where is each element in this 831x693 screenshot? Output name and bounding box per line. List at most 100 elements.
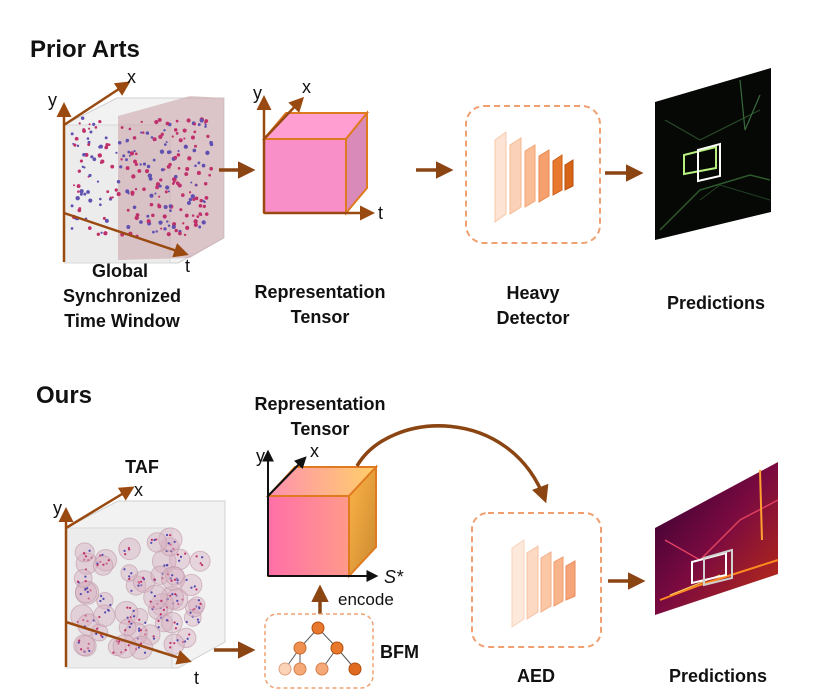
event-point (199, 562, 202, 565)
event-point (88, 173, 92, 178)
event-point (150, 591, 153, 594)
event-point (165, 121, 170, 126)
event-point (77, 641, 80, 644)
event-points (70, 116, 214, 238)
event-point (155, 538, 158, 541)
event-point (77, 169, 82, 173)
event-point (127, 644, 130, 647)
event-point (100, 634, 103, 637)
event-point (132, 615, 136, 618)
event-point (139, 629, 143, 632)
event-point (110, 164, 115, 169)
event-point (138, 581, 141, 585)
event-point (173, 128, 178, 132)
event-point (154, 120, 159, 125)
event-point (104, 611, 107, 614)
axis-t-label: t (185, 256, 190, 276)
event-point (82, 128, 86, 132)
event-point (87, 642, 90, 645)
event-point (176, 581, 179, 585)
event-point (195, 588, 198, 591)
event-point (92, 122, 96, 126)
event-point (89, 130, 93, 134)
event-point (193, 130, 197, 134)
event-point (134, 162, 139, 166)
event-point (114, 188, 118, 192)
event-point (165, 619, 169, 622)
event-point (174, 592, 177, 596)
event-point (137, 646, 140, 649)
event-point (198, 225, 202, 229)
event-point (132, 205, 137, 210)
event-point (152, 637, 156, 640)
event-point (151, 213, 155, 218)
event-point (78, 639, 81, 642)
event-point (88, 127, 91, 130)
event-point (171, 593, 174, 596)
event-point (190, 586, 193, 589)
event-point (185, 225, 190, 230)
adaptive-sphere (130, 607, 149, 626)
axis-x (63, 81, 131, 127)
event-point (158, 184, 162, 188)
event-point (194, 196, 199, 201)
event-point (198, 212, 202, 216)
event-point (167, 542, 170, 545)
event-point (70, 132, 74, 136)
event-point (88, 198, 93, 203)
event-point (197, 599, 200, 602)
event-point (173, 621, 176, 624)
event-point (182, 222, 185, 225)
event-point (109, 603, 112, 607)
event-point (106, 608, 110, 612)
event-point (165, 533, 169, 537)
event-point (149, 202, 154, 207)
event-point (87, 597, 90, 600)
event-point (180, 193, 185, 197)
event-point (102, 563, 105, 566)
bfm-module (264, 613, 374, 689)
event-point (177, 150, 180, 153)
event-point (132, 136, 137, 140)
prior-input-caption-2: Synchronized (63, 286, 181, 306)
event-point (79, 592, 82, 596)
event-point (140, 120, 143, 124)
event-point (102, 597, 105, 600)
event-point (128, 127, 132, 131)
event-point (86, 647, 90, 650)
event-point (117, 642, 120, 645)
event-point (146, 219, 151, 224)
event-point (150, 136, 154, 139)
event-point (169, 543, 172, 546)
event-point (86, 590, 89, 594)
event-point (153, 538, 156, 542)
event-point (139, 220, 143, 224)
event-point (168, 150, 172, 154)
event-point (125, 158, 128, 162)
event-point (126, 616, 129, 619)
event-point (173, 578, 177, 581)
axis-x-label: x (134, 480, 143, 500)
event-point (204, 196, 209, 200)
event-point (100, 159, 105, 164)
event-point (189, 611, 192, 614)
event-point (116, 192, 121, 197)
event-point (163, 129, 166, 132)
event-point (128, 620, 131, 623)
event-point (169, 534, 172, 537)
axis-y-label: y (48, 90, 57, 110)
event-point (194, 144, 197, 148)
event-point (99, 197, 102, 201)
event-point (209, 166, 213, 171)
event-point (176, 639, 179, 642)
event-point (177, 167, 181, 170)
prior-tensor-cube: y x t (253, 77, 383, 223)
adaptive-spheres (70, 527, 211, 660)
event-point (173, 155, 178, 160)
event-point (140, 131, 143, 134)
event-point (205, 150, 210, 156)
event-point (171, 177, 176, 181)
event-point (169, 209, 172, 212)
event-point (192, 148, 197, 153)
event-point (167, 224, 171, 227)
